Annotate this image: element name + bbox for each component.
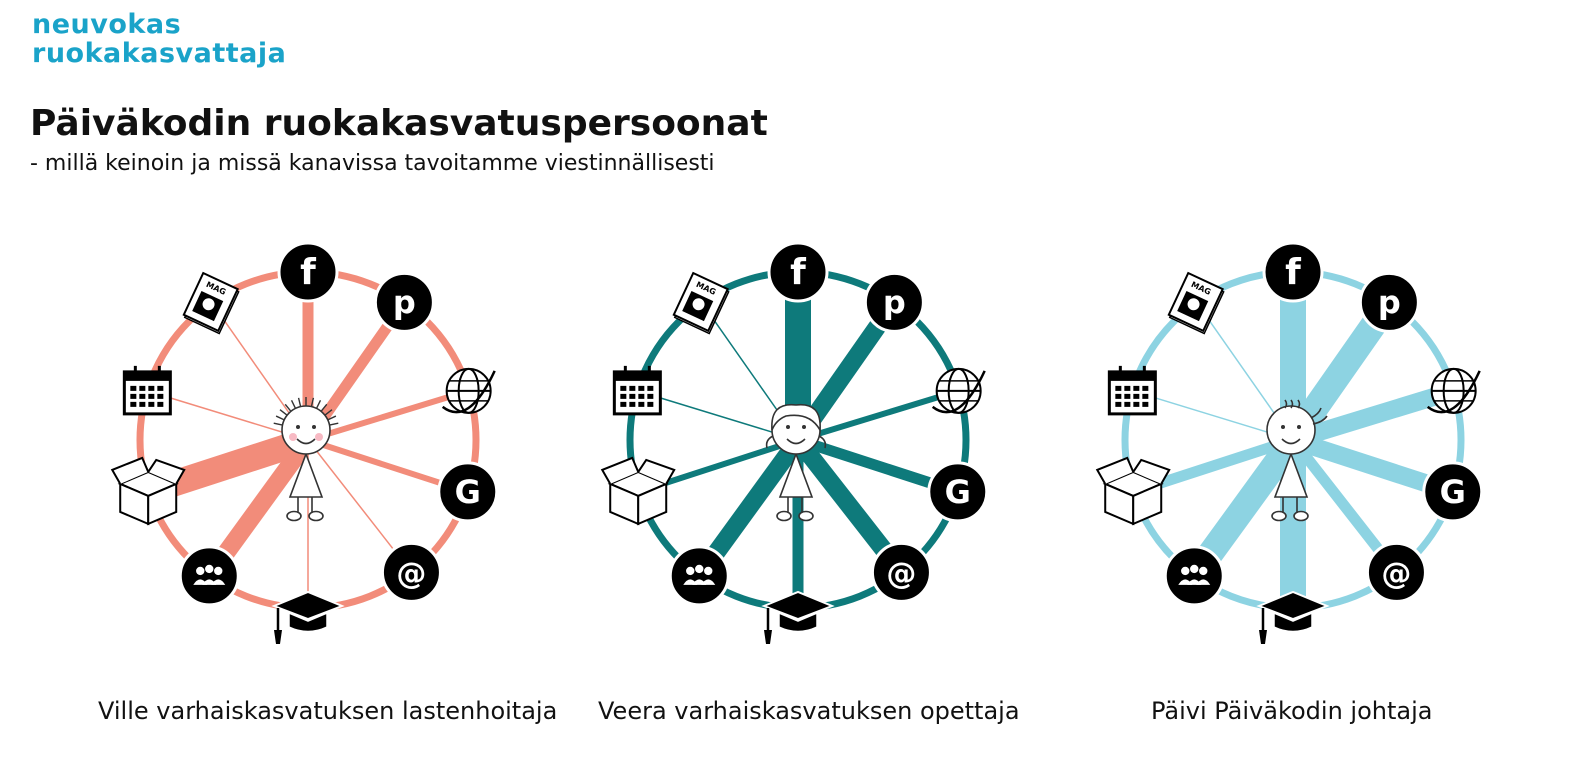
email-icon: @ <box>1365 541 1427 603</box>
svg-text:f: f <box>790 252 806 293</box>
persona-diagram: f pG @ MAG <box>600 241 989 644</box>
persona-caption-2: Veera varhaiskasvatuksen opettaja <box>598 697 1020 725</box>
svg-text:@: @ <box>886 556 916 591</box>
persona-figure <box>1266 399 1328 522</box>
svg-text:f: f <box>1285 252 1301 293</box>
globe-icon <box>1426 367 1481 414</box>
pinterest-icon: p <box>1358 271 1420 333</box>
logo-line-2: ruokakasvattaja <box>32 38 287 69</box>
page-title: Päiväkodin ruokakasvatuspersoonat <box>30 103 768 144</box>
magazine-icon: MAG <box>1167 271 1225 335</box>
svg-text:p: p <box>883 283 906 321</box>
google-icon: G <box>927 461 989 523</box>
svg-text:f: f <box>300 252 316 293</box>
calendar-icon <box>1107 365 1157 416</box>
group-icon <box>668 545 730 607</box>
channel-spoke-web <box>307 388 470 443</box>
facebook-icon: f <box>1262 241 1324 303</box>
channel-spoke-calendar <box>637 390 799 441</box>
channel-spoke-web <box>797 388 960 443</box>
box-icon <box>1095 456 1171 526</box>
facebook-icon: f <box>277 241 339 303</box>
svg-text:G: G <box>945 473 971 511</box>
group-icon <box>178 545 240 607</box>
svg-text:G: G <box>1440 473 1466 511</box>
persona-diagram: f pG @ MAG <box>1095 241 1484 644</box>
graduation-cap-icon <box>271 590 345 644</box>
svg-text:p: p <box>1378 283 1401 321</box>
email-icon: @ <box>380 541 442 603</box>
globe-icon <box>931 367 986 414</box>
channel-spoke-calendar <box>147 390 309 441</box>
magazine-icon: MAG <box>672 271 730 335</box>
calendar-icon <box>612 365 662 416</box>
pinterest-icon: p <box>863 271 925 333</box>
facebook-icon: f <box>767 241 829 303</box>
graduation-cap-icon <box>1256 590 1330 644</box>
calendar-icon <box>122 365 172 416</box>
svg-text:G: G <box>455 473 481 511</box>
box-icon <box>110 456 186 526</box>
channel-spoke-web <box>1290 382 1457 449</box>
group-icon <box>1163 545 1225 607</box>
email-icon: @ <box>870 541 932 603</box>
google-icon: G <box>1422 461 1484 523</box>
logo: neuvokas ruokakasvattaja <box>32 10 286 68</box>
persona-figure <box>273 397 339 522</box>
persona-figure <box>765 403 827 522</box>
box-icon <box>600 456 676 526</box>
globe-icon <box>441 367 496 414</box>
persona-caption-3: Päivi Päiväkodin johtaja <box>1151 697 1433 725</box>
pinterest-icon: p <box>373 271 435 333</box>
svg-text:@: @ <box>1381 556 1411 591</box>
google-icon: G <box>437 461 499 523</box>
graduation-cap-icon <box>761 590 835 644</box>
magazine-icon: MAG <box>182 271 240 335</box>
persona-diagram: f pG @ MAG <box>110 241 499 644</box>
page-subtitle: - millä keinoin ja missä kanavissa tavoi… <box>30 151 715 176</box>
channel-spoke-calendar <box>1132 390 1294 441</box>
persona-caption-1: Ville varhaiskasvatuksen lastenhoitaja <box>98 697 558 725</box>
svg-text:p: p <box>393 283 416 321</box>
svg-text:@: @ <box>396 556 426 591</box>
logo-line-1: neuvokas <box>32 9 182 40</box>
